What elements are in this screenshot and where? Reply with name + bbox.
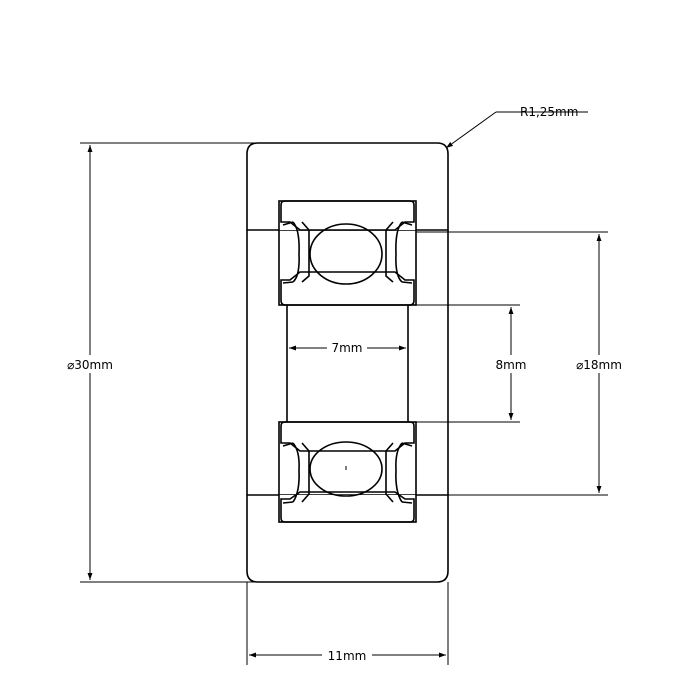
dimension-inner-width: 7mm <box>289 340 406 356</box>
outer-race-bottom <box>280 491 415 523</box>
inner-width-label: 7mm <box>331 341 362 355</box>
inner-race-top <box>280 271 415 306</box>
bearing-top <box>278 200 417 306</box>
bore <box>286 305 409 422</box>
inner-race-diameter-label: ⌀18mm <box>576 358 622 372</box>
outer-race-top <box>280 200 415 231</box>
width-label: 11mm <box>328 649 367 663</box>
outer-tyre-bottom-section <box>246 494 449 583</box>
outer-tyre <box>246 142 449 583</box>
dimension-inner-race-diameter: ⌀18mm <box>416 231 632 496</box>
edge-radius-label: R1,25mm <box>520 105 578 119</box>
bore-label: 8mm <box>495 358 526 372</box>
bearing-bottom <box>278 421 417 523</box>
outer-diameter-label: ⌀30mm <box>67 358 113 372</box>
dimension-width: 11mm <box>246 582 449 665</box>
dimension-bore: 8mm <box>416 304 532 423</box>
dimension-outer-diameter: ⌀30mm <box>55 142 258 583</box>
inner-race-bottom <box>280 421 415 452</box>
ball-bottom <box>309 441 383 497</box>
ball-top <box>309 223 383 285</box>
dimension-edge-radius: R1,25mm <box>445 105 588 149</box>
